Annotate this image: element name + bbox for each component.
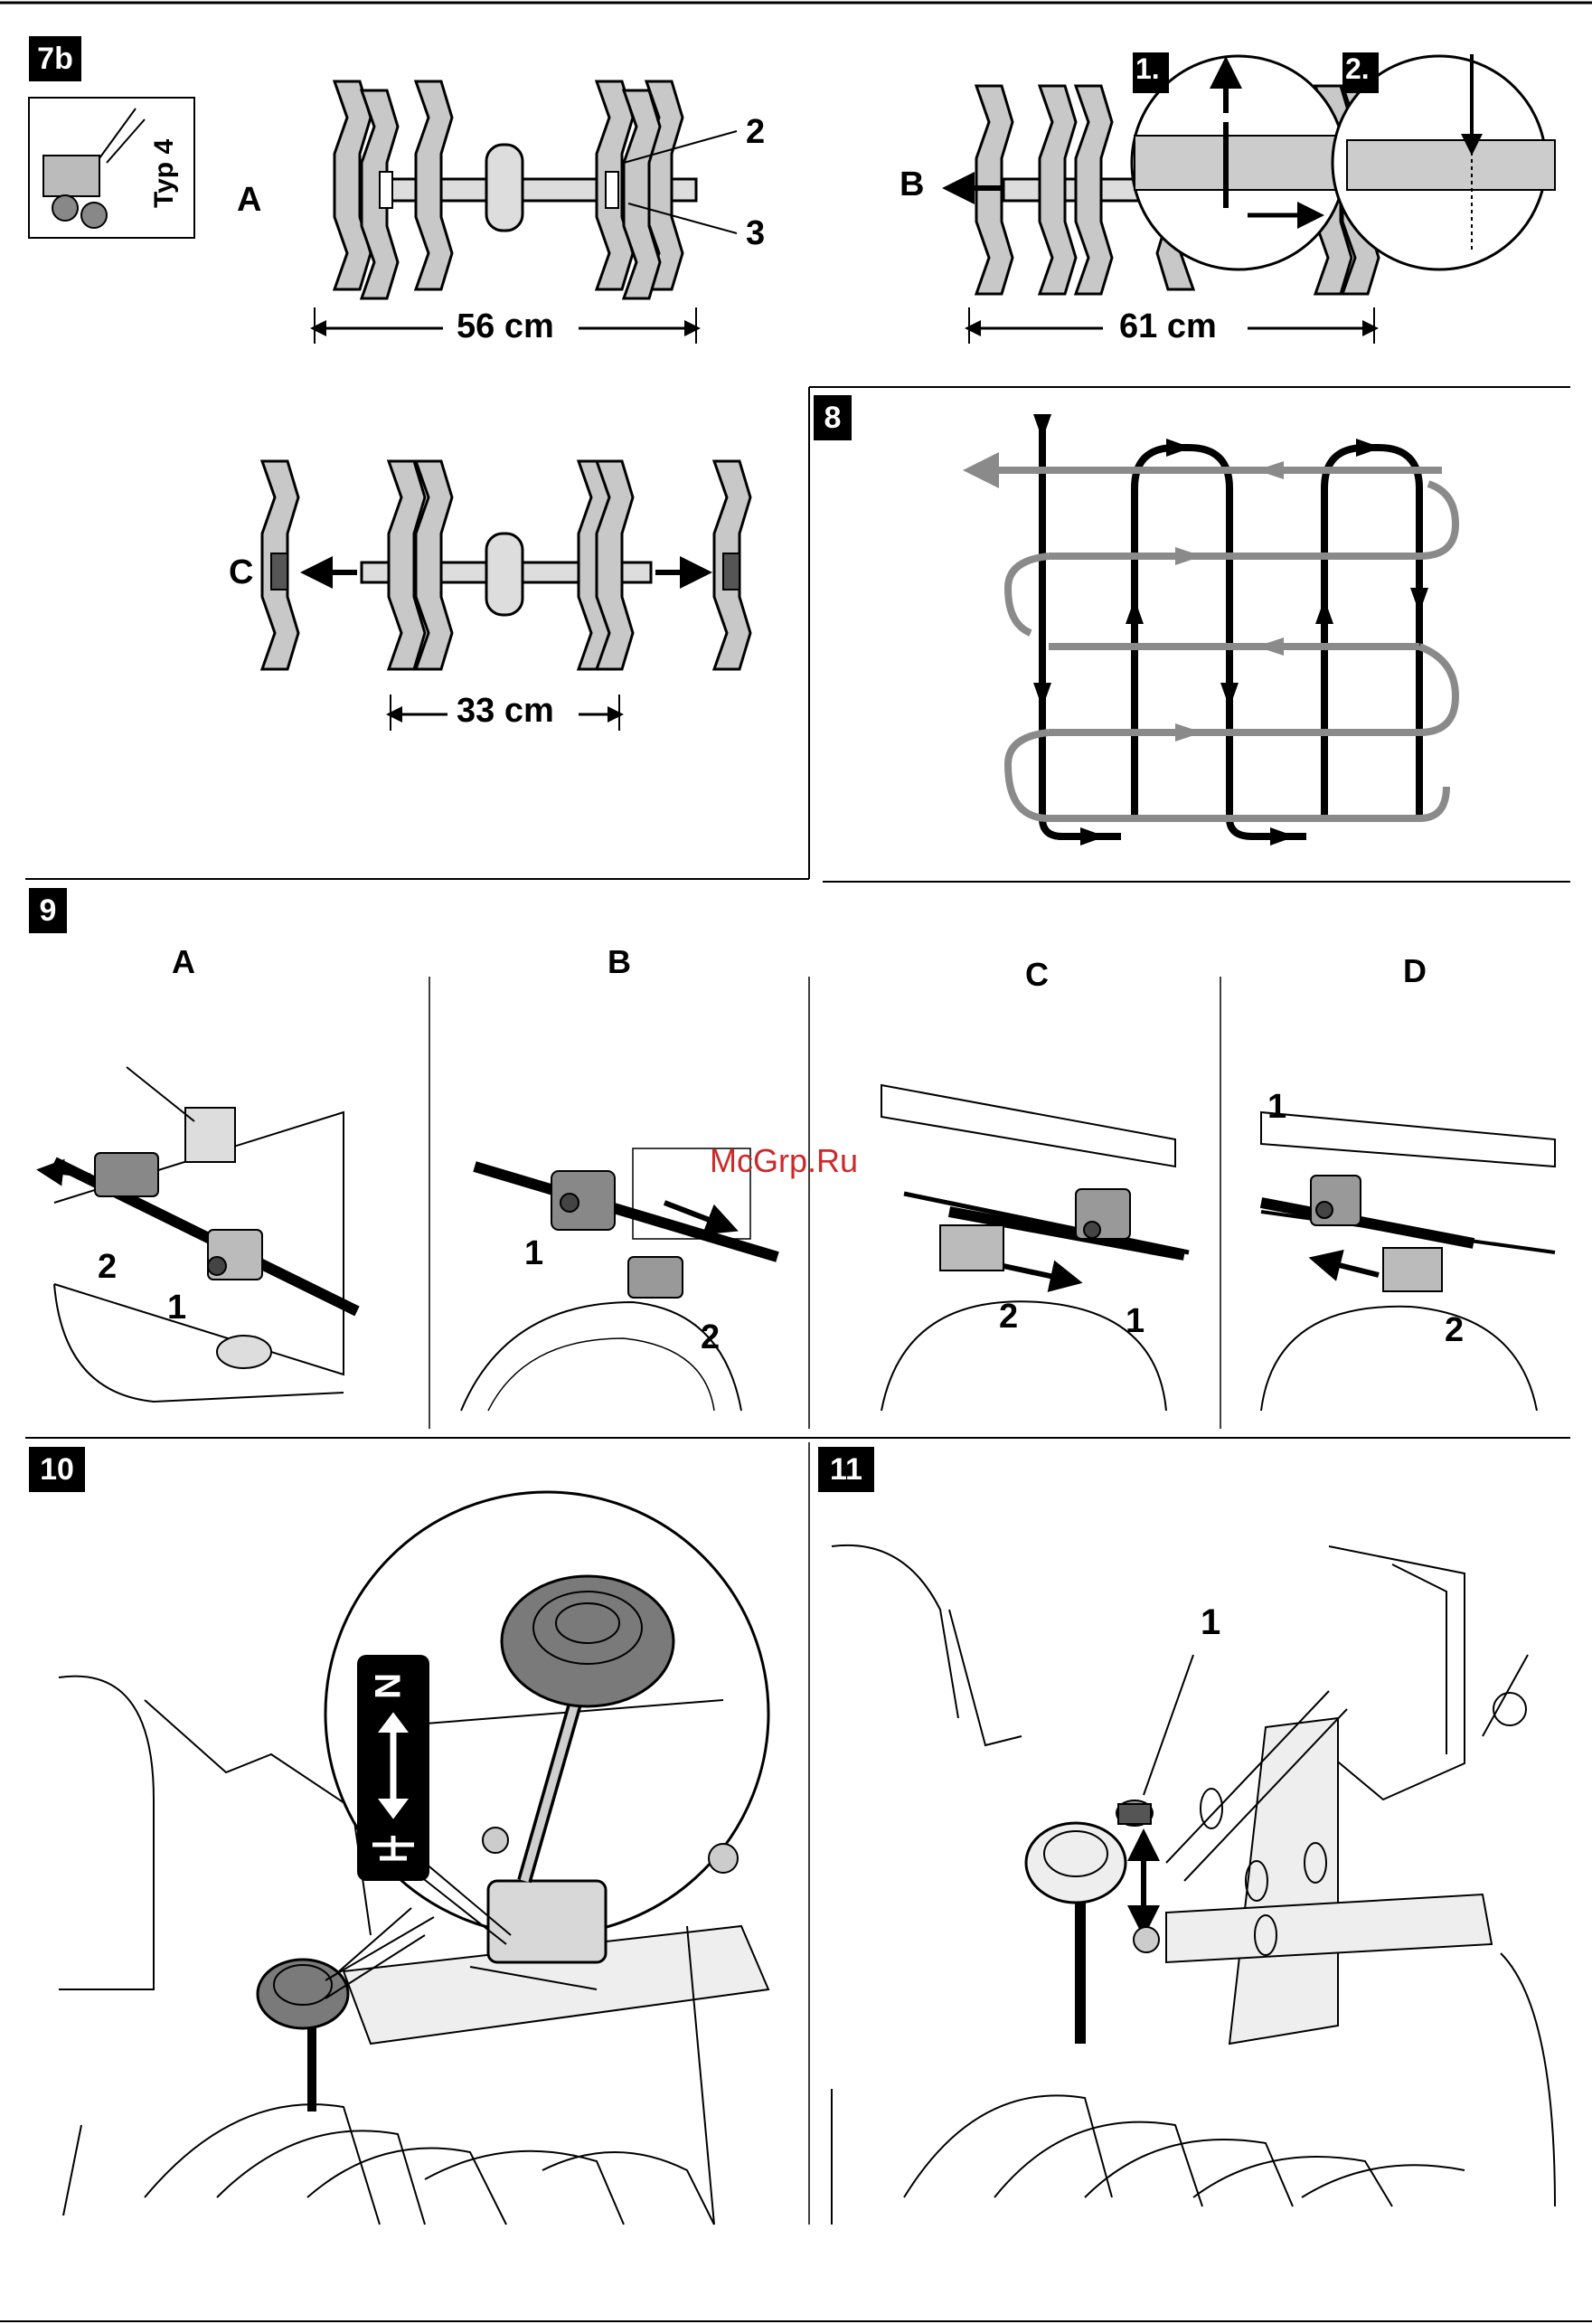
fig9-panel-d-callout-1: 1 [1267, 1088, 1286, 1127]
fig9-panel-d-art [1261, 1112, 1555, 1411]
fig10-label: 10 [29, 1447, 85, 1492]
fig9-label: 9 [29, 888, 67, 933]
fig7b-panel-b-tiller [958, 52, 1555, 344]
fig11-art [832, 1545, 1555, 2225]
fig7b-panel-a-letter: A [237, 181, 261, 220]
fig7b-dimension-c: 33 cm [457, 692, 554, 731]
fig7b-panel-c-letter: C [229, 553, 253, 592]
fig9-panel-a-callout-2: 2 [98, 1248, 117, 1287]
fig7b-step-2: 2. [1345, 52, 1370, 86]
fig8-tilling-pattern [981, 414, 1455, 846]
fig9-panel-c-callout-1: 1 [1126, 1302, 1145, 1341]
fig9-panel-c-art [881, 1085, 1189, 1411]
fig7b-dimension-b: 61 cm [1119, 307, 1217, 346]
fig8-label: 8 [814, 395, 852, 440]
watermark: McGrp.Ru [710, 1142, 858, 1180]
fig9-panel-a-art [50, 1067, 357, 1402]
fig9-panel-d-callout-2: 2 [1445, 1311, 1464, 1350]
fig9-panel-b-callout-2: 2 [701, 1318, 720, 1357]
fig9-panel-a-callout-1: 1 [167, 1289, 186, 1327]
fig7b-panel-b-letter: B [900, 165, 924, 204]
fig9-panel-b-art [461, 1148, 777, 1411]
fig10-art [59, 1492, 768, 2225]
fig7b-label: 7b [29, 36, 81, 81]
fig7b-panel-c-tiller [262, 461, 750, 731]
fig7b-thumbnail-text: Typ 4 [149, 139, 180, 208]
fig9-panel-b-letter: B [608, 943, 631, 981]
fig7b-step-1: 1. [1135, 52, 1160, 86]
fig9-panel-a-letter: A [172, 943, 195, 981]
fig9-panel-c-letter: C [1025, 956, 1049, 994]
fig7b-callout-2: 2 [746, 113, 765, 152]
fig11-callout-1: 1 [1201, 1602, 1220, 1643]
fig11-label: 11 [818, 1447, 874, 1492]
fig9-panel-d-letter: D [1403, 952, 1427, 990]
fig7b-callout-3: 3 [746, 214, 765, 253]
fig9-panel-c-callout-2: 2 [999, 1298, 1018, 1337]
fig10-gear-n-label: N [366, 1673, 407, 1699]
fig7b-dimension-a: 56 cm [457, 307, 554, 346]
fig9-panel-b-callout-1: 1 [524, 1234, 543, 1273]
